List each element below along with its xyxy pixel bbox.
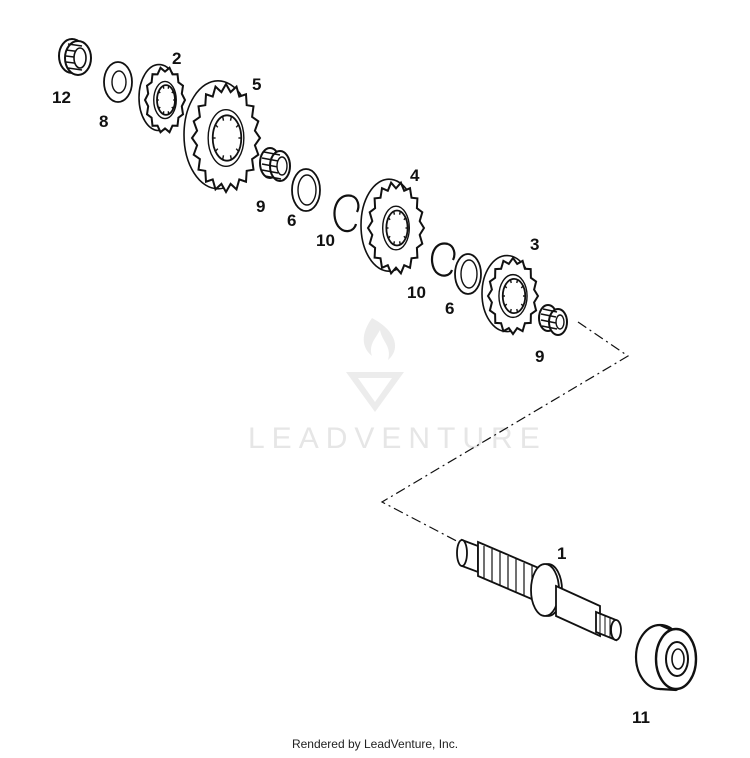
render-credit: Rendered by LeadVenture, Inc. bbox=[291, 737, 459, 751]
part-2-gear bbox=[138, 63, 187, 134]
assembly-leader-line bbox=[380, 321, 630, 549]
part-10-circlip-lower bbox=[430, 242, 456, 277]
part-4-gear bbox=[360, 178, 426, 276]
callout-8: 8 bbox=[99, 112, 108, 131]
part-6-splined-washer-lower bbox=[454, 253, 482, 295]
part-11-ball-bearing bbox=[634, 623, 698, 692]
callout-6-upper: 6 bbox=[287, 211, 296, 230]
callout-6-lower: 6 bbox=[445, 299, 454, 318]
v-mark-icon bbox=[346, 372, 404, 412]
callout-9-upper: 9 bbox=[256, 197, 265, 216]
callout-10-lower: 10 bbox=[407, 283, 426, 302]
callout-4: 4 bbox=[410, 166, 420, 185]
part-12-needle-bearing bbox=[58, 38, 92, 76]
watermark-logo bbox=[346, 318, 404, 412]
flame-icon bbox=[363, 318, 396, 360]
part-5-gear bbox=[183, 80, 262, 195]
callout-2: 2 bbox=[172, 49, 181, 68]
part-10-circlip-upper bbox=[333, 194, 360, 233]
part-9-needle-bearing-lower bbox=[538, 304, 568, 336]
part-9-needle-bearing-upper bbox=[259, 147, 291, 182]
watermark-text: LEADVENTURE bbox=[248, 422, 547, 455]
callout-5: 5 bbox=[252, 75, 261, 94]
callout-12: 12 bbox=[52, 88, 71, 107]
part-8-thrust-washer bbox=[103, 61, 133, 103]
callout-1: 1 bbox=[557, 544, 566, 563]
callout-3: 3 bbox=[530, 235, 539, 254]
callout-11: 11 bbox=[632, 708, 650, 727]
part-6-splined-washer-upper bbox=[291, 168, 321, 212]
callout-9-lower: 9 bbox=[535, 347, 544, 366]
part-3-gear bbox=[481, 254, 540, 336]
callout-10-upper: 10 bbox=[316, 231, 335, 250]
part-1-mainshaft bbox=[456, 538, 622, 642]
